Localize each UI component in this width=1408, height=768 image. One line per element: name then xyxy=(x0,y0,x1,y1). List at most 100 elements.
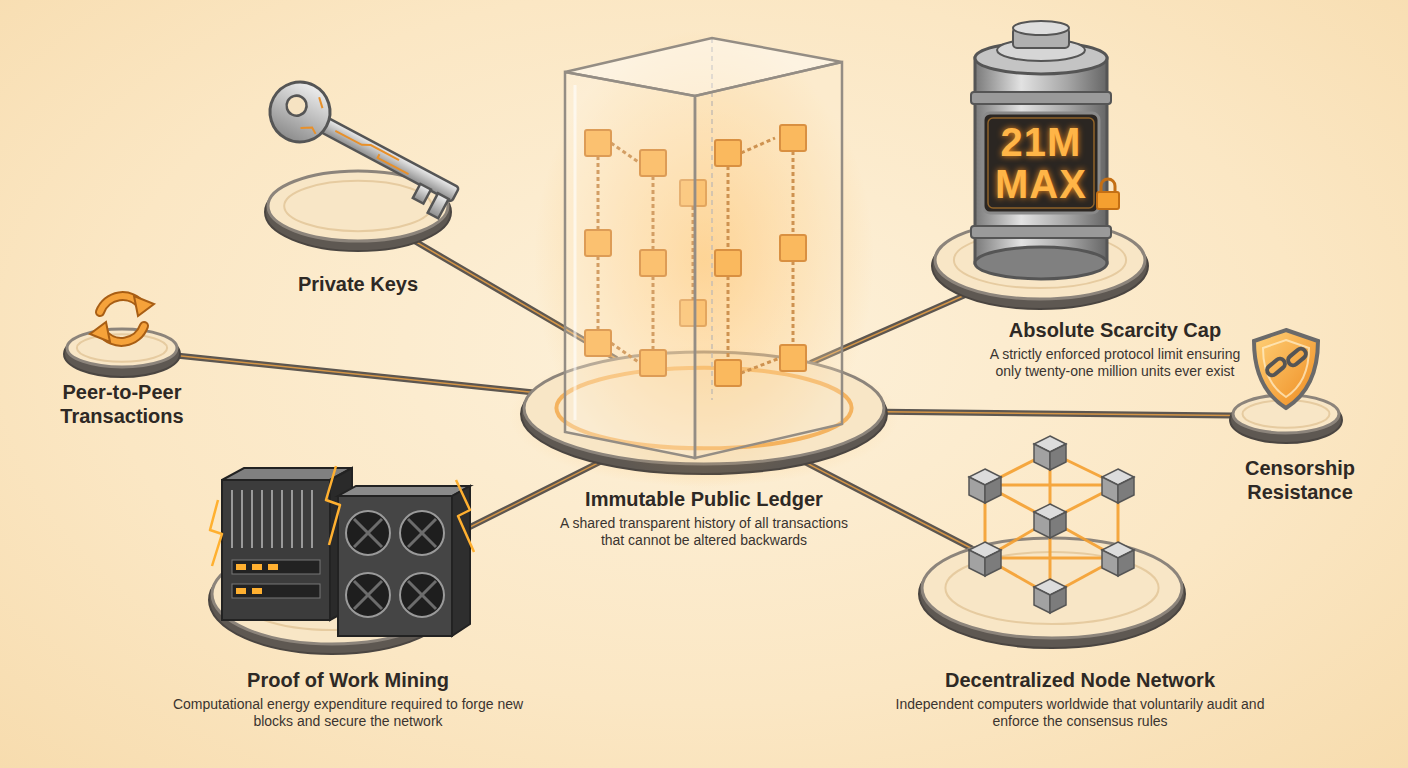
mining-servers xyxy=(236,588,246,594)
mining-servers xyxy=(281,490,283,548)
node-network xyxy=(1034,436,1066,470)
ledger-cube xyxy=(597,256,600,330)
node-title: Censorship Resistance xyxy=(1225,456,1375,504)
ledger-cube xyxy=(534,30,874,490)
platform-outline xyxy=(263,164,453,252)
node-caption: Censorship Resistance xyxy=(1225,456,1375,504)
ledger-cube xyxy=(652,176,655,250)
node-description: A shared transparent history of all tran… xyxy=(559,515,849,549)
platform-top xyxy=(935,221,1145,299)
ledger-cube xyxy=(652,276,655,350)
node-network xyxy=(1050,520,1118,558)
mining-servers xyxy=(232,560,320,574)
node-network xyxy=(984,485,987,558)
shield-icon xyxy=(1286,347,1308,368)
platform-ring xyxy=(77,334,167,361)
canister-illustration xyxy=(971,92,1111,104)
mining-servers xyxy=(408,581,436,609)
ledger-cube xyxy=(741,358,780,373)
platform-ring xyxy=(954,232,1126,288)
mining-servers xyxy=(346,573,390,617)
canister-illustration xyxy=(971,226,1111,238)
platform-outline xyxy=(917,531,1187,649)
mining-servers xyxy=(330,468,352,620)
connector-rail xyxy=(812,293,969,362)
node-caption: Absolute Scarcity CapA strictly enforced… xyxy=(985,318,1245,380)
ledger-cube xyxy=(780,235,806,261)
shield-icon xyxy=(1263,340,1309,397)
exchange-icon xyxy=(100,296,142,312)
connector-rail xyxy=(412,459,605,556)
connector-rail xyxy=(176,356,531,393)
node-network xyxy=(1034,504,1066,538)
mining-servers xyxy=(346,511,390,555)
node-network xyxy=(1102,469,1134,503)
ledger-cube xyxy=(611,343,640,363)
exchange-icon xyxy=(102,326,144,342)
canister-illustration xyxy=(975,42,1107,74)
platform-ring xyxy=(1243,400,1330,427)
key-illustration xyxy=(428,193,449,218)
node-caption: Peer-to-Peer Transactions xyxy=(37,380,207,428)
exchange-icon xyxy=(102,326,144,342)
mining-servers xyxy=(232,584,320,598)
ledger-cube xyxy=(585,230,611,256)
mining-servers xyxy=(210,466,474,566)
key-illustration xyxy=(300,96,331,135)
display-label: 21M MAX xyxy=(985,121,1097,205)
mining-servers xyxy=(252,588,262,594)
connector-glow xyxy=(176,356,531,393)
connector-glow xyxy=(812,293,969,362)
canister-illustration xyxy=(983,113,1099,213)
canister-illustration xyxy=(997,39,1085,61)
node-network xyxy=(1102,542,1134,576)
mining-servers xyxy=(210,466,474,636)
node-caption: Immutable Public LedgerA shared transpar… xyxy=(559,487,849,549)
ledger-cube xyxy=(534,30,874,490)
platform-top xyxy=(524,352,884,464)
platform-node: Decentralized Node NetworkIndependent co… xyxy=(917,531,1187,649)
platform-node: Censorship Resistance xyxy=(1228,388,1344,444)
exchange-icon xyxy=(90,322,110,342)
ledger-cube xyxy=(780,125,806,151)
node-network xyxy=(985,452,1050,485)
node-network xyxy=(1049,520,1052,595)
ledger-cube xyxy=(598,138,793,373)
mining-servers xyxy=(301,490,303,548)
platform-node: Proof of Work MiningComputational energy… xyxy=(207,537,457,655)
ledger-cube xyxy=(695,62,842,458)
canister-illustration xyxy=(1013,28,1069,48)
key-illustration xyxy=(259,71,469,221)
canister-illustration xyxy=(1101,179,1115,193)
node-network xyxy=(969,469,1001,503)
ledger-cube xyxy=(741,138,775,153)
mining-servers xyxy=(241,490,243,548)
platform-node: Immutable Public LedgerA shared transpar… xyxy=(519,345,889,475)
node-title: Private Keys xyxy=(248,272,468,296)
mining-servers xyxy=(400,573,444,617)
shield-icon xyxy=(1265,357,1287,378)
mining-servers xyxy=(408,519,436,547)
mining-servers xyxy=(354,519,382,547)
ledger-cube xyxy=(680,300,706,326)
platform-glow xyxy=(509,345,899,487)
mining-servers xyxy=(354,581,382,609)
platform-ring xyxy=(234,558,431,630)
node-network xyxy=(1117,485,1120,558)
node-network xyxy=(1050,485,1118,520)
exchange-icon xyxy=(90,296,154,342)
mining-servers xyxy=(236,564,246,570)
exchange-icon xyxy=(134,296,154,316)
platform-outline xyxy=(207,537,457,655)
platform-outline xyxy=(519,345,889,475)
node-description: Independent computers worldwide that vol… xyxy=(890,696,1270,730)
mining-servers xyxy=(232,490,312,548)
connector-glow xyxy=(412,459,605,556)
node-title: Peer-to-Peer Transactions xyxy=(37,380,207,428)
node-network xyxy=(985,452,1118,595)
mining-servers xyxy=(268,564,278,570)
mining-servers xyxy=(251,490,253,548)
platform-outline xyxy=(1228,388,1344,444)
connector-group xyxy=(411,239,616,359)
